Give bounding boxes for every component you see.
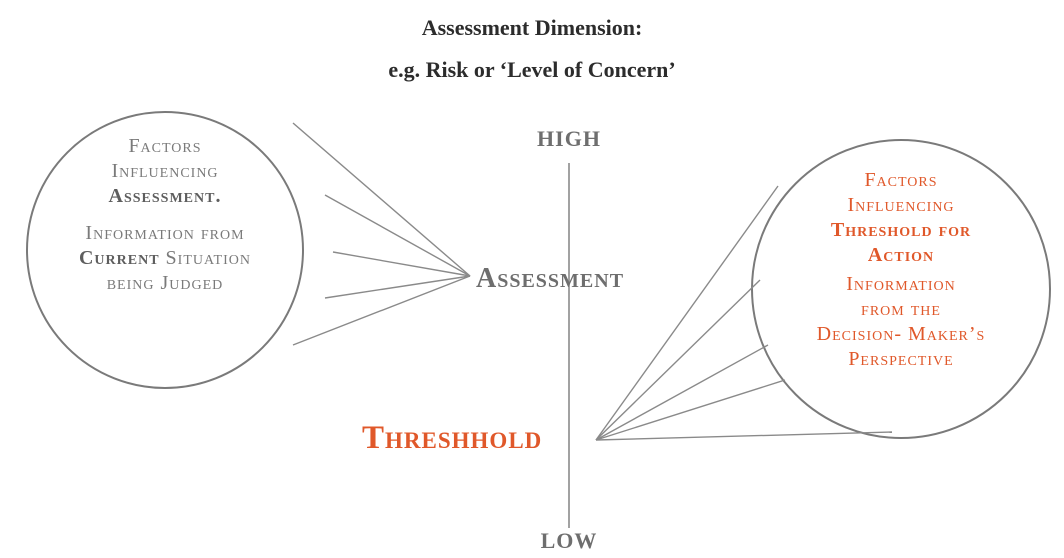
threshold-marker-label: Threshhold (362, 420, 543, 456)
diagram-title: Assessment Dimension: (421, 15, 643, 40)
right-factors-circle (751, 139, 1051, 439)
scale-high-label: HIGH (537, 126, 601, 151)
right-factors-line: Factors (864, 169, 938, 191)
left-judged-line: being Judged (106, 272, 224, 294)
right-threshold-line: Threshold for (830, 219, 972, 241)
scale-low-label: LOW (540, 528, 598, 553)
right-decision-maker-line: Decision- Maker’s (816, 323, 986, 345)
left-assessment-line: Assessment. (108, 185, 222, 207)
left-current-word: Current (78, 247, 160, 269)
left-influencing-line: Influencing (111, 160, 219, 182)
assessment-marker-label: Assessment (476, 263, 625, 294)
right-influencing-line: Influencing (847, 194, 955, 216)
right-information-line: Information (846, 273, 956, 295)
right-bubble-text: Factors Influencing Threshold for Action… (766, 168, 1036, 372)
left-connector-lines (292, 122, 471, 346)
left-information-line: Information from (85, 222, 245, 244)
left-bubble-text: Factors Influencing Assessment. Informat… (30, 134, 300, 296)
right-connector-lines (595, 185, 893, 441)
right-action-line: Action (867, 244, 935, 266)
right-from-the-line: from the (861, 298, 941, 320)
left-factors-circle (26, 111, 304, 389)
right-perspective-line: Perspective (848, 348, 954, 370)
left-situation-word: Situation (159, 247, 251, 269)
left-current-line: Current Situation (30, 246, 300, 271)
left-factors-line: Factors (128, 135, 202, 157)
diagram-subtitle: e.g. Risk or ‘Level of Concern’ (388, 57, 676, 82)
